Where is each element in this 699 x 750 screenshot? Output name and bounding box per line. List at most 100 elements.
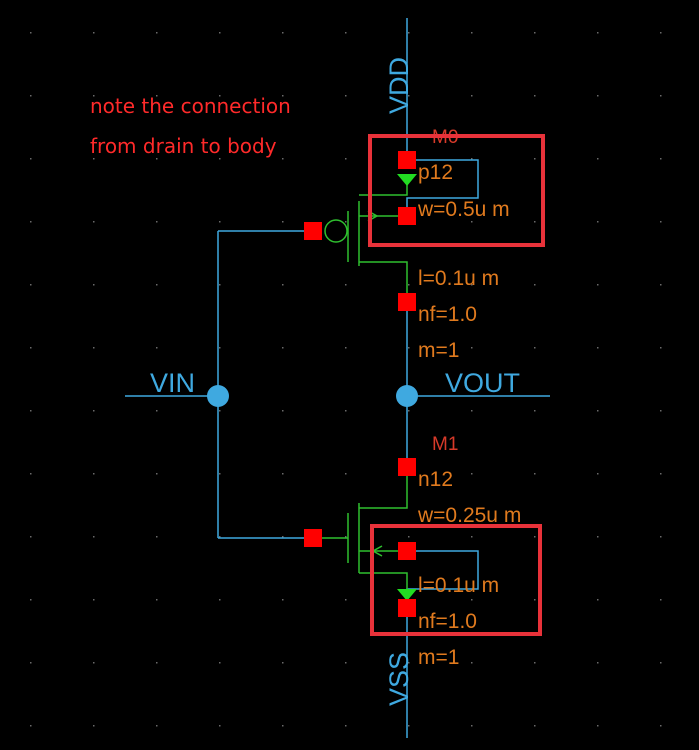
grid-dot [219,536,221,538]
grid-dot [534,347,536,349]
grid-dot [597,725,599,727]
grid-dot [408,284,410,286]
grid-dot [156,32,158,34]
grid-dot [534,599,536,601]
nmos-length: l=0.1u m [418,574,499,597]
grid-dot [471,599,473,601]
vdd-label: VDD [384,57,414,114]
grid-dot [408,536,410,538]
pmos-width: w=0.5u m [417,198,510,221]
grid-dot [93,32,95,34]
grid-dot [156,599,158,601]
grid-dot [30,473,32,475]
nmos-symbol[interactable] [322,467,408,608]
pins [304,151,416,617]
grid-dot [219,599,221,601]
grid-dot [471,95,473,97]
pmos-source-pin[interactable] [398,151,416,169]
grid-dot [660,473,662,475]
pmos-length: l=0.1u m [418,267,499,290]
grid-dot [471,536,473,538]
grid-dot [660,410,662,412]
grid-dot [660,725,662,727]
grid-dot [597,158,599,160]
grid-dot [282,347,284,349]
grid-dot [471,725,473,727]
pmos-drain-body-wire[interactable] [406,159,479,216]
pmos-gate-bubble [324,219,348,243]
nmos-gate-pin[interactable] [304,529,322,547]
vout-junction-dot[interactable] [396,385,418,407]
pmos-body-pin[interactable] [398,207,416,225]
grid-dot [345,221,347,223]
grid-dot [408,347,410,349]
grid-dot [345,662,347,664]
grid-dot [219,95,221,97]
grid-dot [345,284,347,286]
nmos-body-pin[interactable] [398,542,416,560]
grid-dot [597,221,599,223]
grid-dot [471,347,473,349]
grid-dot [471,284,473,286]
grid-dot [282,725,284,727]
grid-dot [597,536,599,538]
grid-dot [597,662,599,664]
grid-dot [219,32,221,34]
note-line-2: from drain to body [90,134,277,158]
nmos-drain-pin[interactable] [398,458,416,476]
vin-junction-dot[interactable] [207,385,229,407]
grid-dot [345,32,347,34]
grid-dot [471,473,473,475]
grid-dot [660,95,662,97]
grid-dot [345,599,347,601]
pmos-gate-pin[interactable] [304,222,322,240]
nmos-instance-name: M1 [432,434,458,455]
grid-dot [345,410,347,412]
grid-dot [30,410,32,412]
grid-dot [30,32,32,34]
grid-dot [93,284,95,286]
pmos-multiplier: m=1 [418,339,459,362]
grid-dot [156,473,158,475]
grid-dot [471,410,473,412]
grid-dot [282,662,284,664]
grid-dot [597,284,599,286]
nmos-body-marker-icon [397,589,417,601]
pmos-fingers: nf=1.0 [418,303,477,326]
grid-dot [93,347,95,349]
grid-dot [282,32,284,34]
pmos-body-marker-icon [397,174,417,186]
grid-dot [471,32,473,34]
grid-dot [93,662,95,664]
grid-dot [534,95,536,97]
vout-label: VOUT [445,368,520,398]
grid-dot [93,473,95,475]
pmos-highlight-box [368,134,545,247]
grid-dot [156,284,158,286]
pmos-drain-pin[interactable] [398,293,416,311]
grid-dot [156,95,158,97]
grid-dot [93,221,95,223]
grid-dot [660,599,662,601]
grid-dot [30,221,32,223]
grid-dot [471,158,473,160]
grid-dot [282,95,284,97]
grid-dot [219,221,221,223]
grid-dot [93,410,95,412]
grid-dot [282,158,284,160]
grid-dot [408,32,410,34]
grid-dot [660,158,662,160]
grid-dot [219,725,221,727]
grid-dot [93,599,95,601]
grid-dot [219,158,221,160]
nmos-source-pin[interactable] [398,599,416,617]
pmos-drain-lead [359,261,408,302]
pmos-symbol[interactable] [324,178,408,302]
grid-dots [30,32,662,727]
grid-dot [30,158,32,160]
grid-dot [345,725,347,727]
grid-dot [345,473,347,475]
grid-dot [597,95,599,97]
grid-dot [282,536,284,538]
